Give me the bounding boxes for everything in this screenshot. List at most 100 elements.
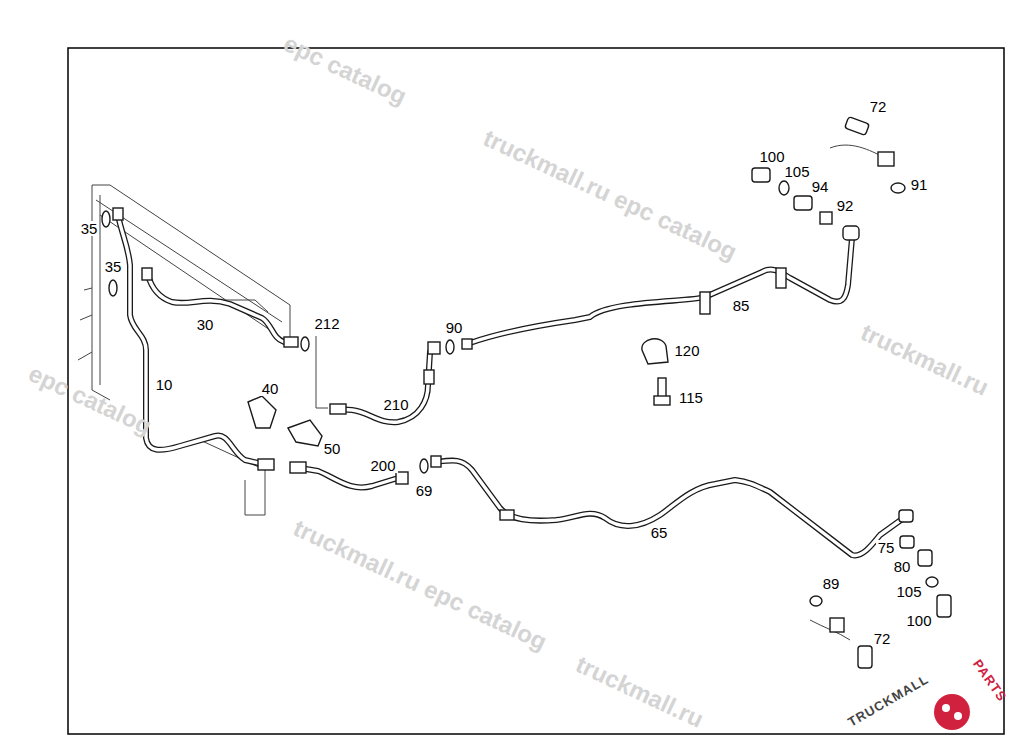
banjo-bolt bbox=[752, 168, 770, 182]
fitting bbox=[878, 152, 894, 166]
bolt-shank bbox=[658, 378, 666, 398]
fitting bbox=[899, 510, 913, 522]
radiator-edge bbox=[92, 185, 110, 400]
callout-number: 90 bbox=[444, 320, 465, 335]
washer bbox=[446, 340, 454, 354]
callout-number: 100 bbox=[757, 149, 786, 164]
fitting bbox=[113, 208, 123, 220]
callout-number: 40 bbox=[260, 381, 281, 396]
nut bbox=[820, 212, 832, 224]
callout-number: 212 bbox=[312, 316, 341, 331]
callout-number: 94 bbox=[810, 179, 831, 194]
logo-gear bbox=[934, 694, 970, 730]
callout-number: 72 bbox=[872, 631, 893, 646]
fitting bbox=[330, 404, 346, 414]
callout-number: 100 bbox=[904, 613, 933, 628]
watermark-text: truckmall.ru bbox=[858, 320, 993, 400]
washer bbox=[420, 459, 428, 473]
hose bbox=[336, 352, 430, 422]
radiator-bracket bbox=[78, 288, 92, 360]
pipe-bracket bbox=[500, 510, 514, 520]
radiator-edge bbox=[100, 195, 101, 385]
lower-connection-parts bbox=[810, 536, 951, 668]
callout-number: 105 bbox=[782, 164, 811, 179]
fitting bbox=[142, 268, 152, 280]
bolt bbox=[858, 646, 872, 668]
logo-text: TRUCKMALL bbox=[846, 672, 931, 729]
hose bbox=[336, 352, 430, 422]
fitting bbox=[794, 196, 812, 210]
watermark-text: epc catalog bbox=[25, 361, 155, 439]
callout-number: 75 bbox=[876, 540, 897, 555]
callout-number: 50 bbox=[322, 441, 343, 456]
fitting bbox=[431, 456, 441, 467]
washer bbox=[109, 280, 117, 296]
radiator-edge bbox=[92, 185, 290, 345]
callout-number: 10 bbox=[154, 377, 175, 392]
bolt-head bbox=[654, 396, 670, 405]
callout-number: 92 bbox=[835, 198, 856, 213]
fitting bbox=[900, 536, 914, 548]
fitting bbox=[830, 618, 844, 632]
hose-stub bbox=[830, 145, 885, 158]
banjo-bolt bbox=[937, 595, 951, 617]
fitting bbox=[396, 472, 408, 484]
watermark-text: truckmall.ru epc catalog bbox=[290, 516, 550, 654]
callout-number: 30 bbox=[195, 317, 216, 332]
washer bbox=[810, 596, 822, 606]
fitting bbox=[258, 459, 274, 470]
o-ring bbox=[301, 337, 309, 351]
callout-number: 105 bbox=[894, 584, 923, 599]
watermark-text: epc catalog bbox=[280, 31, 410, 109]
callout-number: 35 bbox=[103, 259, 124, 274]
fitting bbox=[428, 342, 440, 354]
pipe bbox=[436, 460, 905, 555]
callout-number: 120 bbox=[672, 343, 701, 358]
callout-number: 85 bbox=[731, 298, 752, 313]
washer bbox=[891, 183, 905, 193]
callout-number: 200 bbox=[368, 458, 397, 473]
frame bbox=[68, 48, 1004, 734]
pipe bbox=[436, 460, 905, 555]
callout-number: 65 bbox=[649, 525, 670, 540]
callout-number: 115 bbox=[677, 390, 705, 405]
logo-gear-body bbox=[934, 694, 970, 730]
radiator bbox=[78, 185, 290, 515]
washer bbox=[926, 577, 938, 587]
watermark-text: truckmall.ru bbox=[573, 652, 708, 732]
fitting bbox=[843, 226, 859, 240]
washer bbox=[102, 211, 110, 227]
pipe bbox=[148, 275, 284, 342]
retainer-plate bbox=[288, 420, 322, 446]
pipe bbox=[470, 238, 852, 343]
upper-connection-parts bbox=[752, 117, 905, 224]
fitting bbox=[424, 370, 434, 384]
pipe-bracket bbox=[700, 292, 710, 314]
callout-number: 80 bbox=[892, 559, 913, 574]
clamp bbox=[642, 339, 668, 364]
fitting bbox=[290, 462, 306, 473]
washer bbox=[779, 181, 789, 195]
pipe bbox=[148, 275, 284, 342]
callout-number: 72 bbox=[868, 99, 889, 114]
watermark-text: truckmall.ru epc catalog bbox=[480, 126, 740, 264]
logo-gear-hole bbox=[942, 704, 950, 712]
clip bbox=[248, 396, 276, 428]
callout-number: 210 bbox=[381, 397, 410, 412]
callout-number: 69 bbox=[414, 483, 435, 498]
pipe bbox=[470, 238, 852, 343]
pipes bbox=[118, 145, 905, 640]
pipe-bracket bbox=[776, 268, 786, 288]
leader-line bbox=[316, 336, 328, 408]
callout-number: 89 bbox=[821, 576, 842, 591]
bolt bbox=[845, 117, 870, 136]
fitting bbox=[284, 337, 298, 347]
fitting bbox=[462, 339, 472, 349]
logo-gear-teeth bbox=[940, 700, 964, 724]
callout-number: 35 bbox=[79, 221, 100, 236]
adapter bbox=[918, 550, 932, 566]
callout-number: 91 bbox=[909, 177, 930, 192]
fittings bbox=[102, 208, 913, 522]
logo-gear-hole bbox=[954, 712, 962, 720]
